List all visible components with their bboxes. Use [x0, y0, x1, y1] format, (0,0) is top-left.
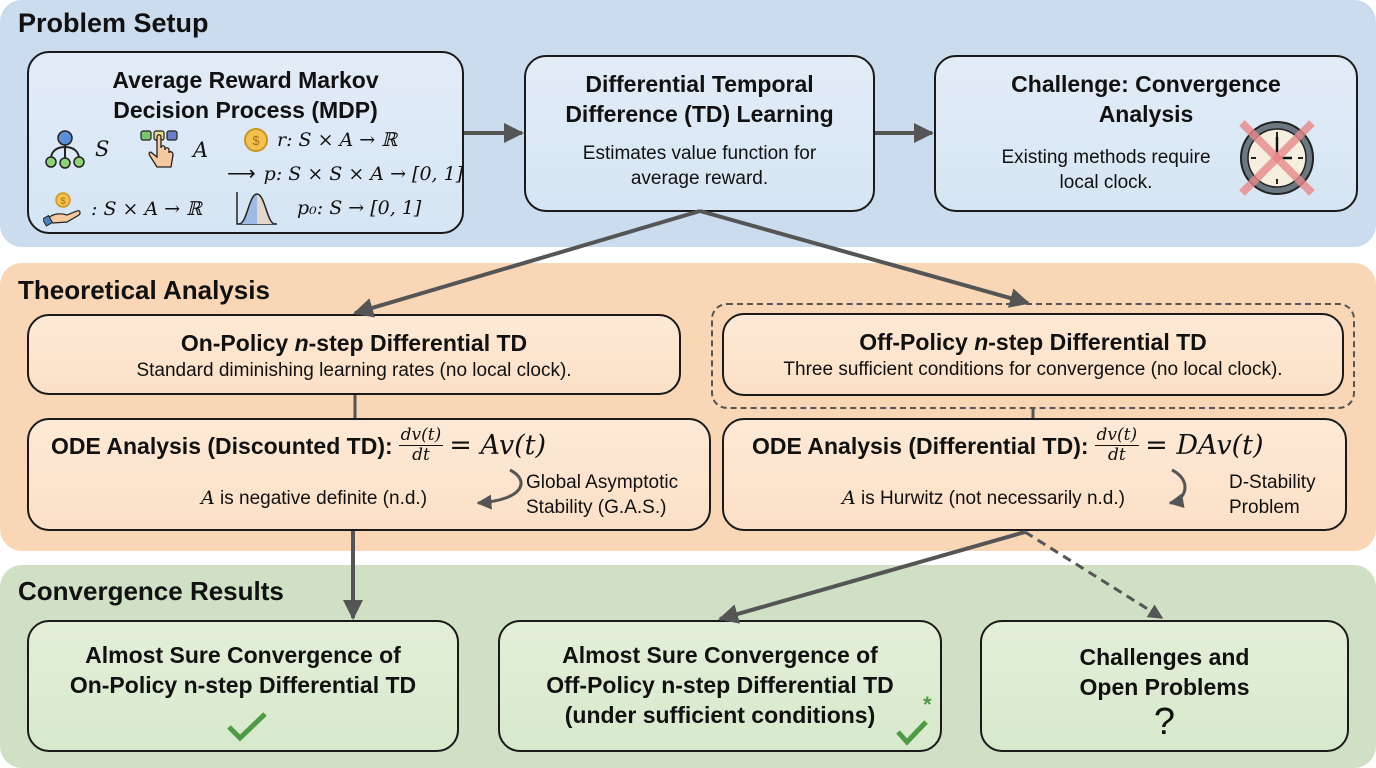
on-policy-result-line1: Almost Sure Convergence of — [85, 642, 401, 668]
ode-differential-box: ODE Analysis (Differential TD): dv(t) dt… — [722, 418, 1347, 531]
distribution-curve-icon — [236, 192, 277, 225]
off-policy-result-line3: (under sufficient conditions) — [564, 702, 876, 728]
on-policy-title-n: n — [294, 330, 309, 356]
on-policy-title-post: -step Differential TD — [308, 330, 528, 356]
question-mark-icon: ? — [1153, 701, 1176, 743]
hand-coin-icon: $ — [43, 192, 81, 227]
checkmark-icon — [227, 712, 267, 742]
td-title-line2: Difference (TD) Learning — [565, 101, 834, 127]
fraction-numerator: dv(t) — [398, 425, 444, 446]
reward-function-label: : S × A → ℝ — [91, 198, 202, 220]
states-label: S — [95, 137, 110, 161]
differential-td-box: Differential Temporal Difference (TD) Le… — [524, 55, 875, 212]
ode-discounted-label: ODE Analysis (Discounted TD): — [51, 432, 393, 459]
on-policy-title-pre: On-Policy — [180, 330, 295, 356]
off-policy-result-line1: Almost Sure Convergence of — [562, 642, 878, 668]
off-policy-title-n: n — [974, 329, 989, 355]
ode-discounted-condition: A is negative definite (n.d.) — [201, 486, 427, 511]
result-line2: Problem — [1229, 497, 1300, 518]
open-problems-box: Challenges and Open Problems ? — [980, 620, 1349, 752]
action-buttons-icon — [140, 130, 178, 168]
checkmark-asterisk-icon — [896, 720, 928, 746]
section-title-convergence-results: Convergence Results — [18, 576, 284, 606]
fraction-numerator: dv(t) — [1094, 425, 1140, 446]
result-line1: Global Asymptotic — [526, 472, 679, 493]
on-policy-box: On-Policy n-step Differential TD Standar… — [27, 314, 681, 395]
mdp-title-line1: Average Reward Markov — [112, 67, 379, 93]
asterisk-mark: * — [923, 692, 932, 717]
arrow-icon: ⟶ — [227, 163, 256, 185]
result-line2: Stability (G.A.S.) — [526, 497, 667, 518]
on-policy-result-box: Almost Sure Convergence of On-Policy n-s… — [27, 620, 459, 752]
mdp-states: S — [43, 129, 109, 169]
mdp-reward: $ r: S × A → ℝ — [243, 127, 397, 153]
off-policy-result-box: Almost Sure Convergence of Off-Policy n-… — [498, 620, 942, 752]
ode-discounted-result: Global Asymptotic Stability (G.A.S.) — [526, 470, 678, 520]
transition-label: p: S × S × A → [0, 1] — [263, 162, 464, 185]
challenge-title-line2: Analysis — [1098, 101, 1194, 127]
matrix-a-symbol: A — [842, 487, 856, 509]
challenge-desc-line2: local clock. — [1059, 172, 1153, 193]
td-desc-line1: Estimates value function for — [582, 143, 817, 164]
reward-label: r: S × A → ℝ — [277, 129, 398, 151]
svg-text:$: $ — [252, 133, 260, 148]
ode-discounted-equation: ODE Analysis (Discounted TD): dv(t) dt =… — [51, 426, 546, 465]
mdp-box: Average Reward Markov Decision Process (… — [27, 51, 464, 234]
fraction-denominator: dt — [1107, 445, 1126, 465]
svg-text:$: $ — [60, 196, 65, 206]
off-policy-box: Off-Policy n-step Differential TD Three … — [722, 313, 1344, 396]
condition-text: is Hurwitz (not necessarily n.d.) — [855, 488, 1125, 509]
ode-discounted-box: ODE Analysis (Discounted TD): dv(t) dt =… — [27, 418, 711, 531]
mdp-initial-distribution: p₀: S → [0, 1] — [235, 190, 421, 226]
coin-icon: $ — [244, 128, 268, 152]
initial-distribution-label: p₀: S → [0, 1] — [297, 197, 422, 219]
challenge-box: Challenge: Convergence Analysis Existing… — [934, 55, 1358, 212]
td-title-line1: Differential Temporal — [585, 71, 814, 97]
state-tree-icon — [45, 130, 85, 169]
off-policy-title-pre: Off-Policy — [859, 329, 975, 355]
derivative-fraction: dv(t) dt — [1094, 425, 1140, 465]
ode-differential-condition: A is Hurwitz (not necessarily n.d.) — [842, 486, 1125, 511]
actions-label: A — [193, 138, 209, 162]
challenge-desc-line1: Existing methods require — [1001, 147, 1211, 168]
on-policy-desc: Standard diminishing learning rates (no … — [136, 360, 572, 381]
matrix-a-symbol: A — [201, 487, 215, 509]
off-policy-result-line2: Off-Policy n-step Differential TD — [546, 672, 894, 698]
open-problems-line2: Open Problems — [1079, 674, 1250, 700]
open-problems-line1: Challenges and — [1079, 644, 1250, 670]
mdp-transition: ⟶ p: S × S × A → [0, 1] — [227, 161, 463, 186]
td-desc-line2: average reward. — [630, 168, 769, 189]
crossed-clock-icon — [1239, 120, 1315, 196]
derivative-fraction: dv(t) dt — [398, 425, 444, 465]
mdp-actions: A — [139, 129, 208, 171]
ode-differential-result: D-Stability Problem — [1229, 470, 1316, 520]
ode-differential-rhs: = DAv(t) — [1145, 430, 1264, 461]
fraction-denominator: dt — [412, 445, 430, 465]
challenge-title-line1: Challenge: Convergence — [1011, 71, 1281, 97]
mdp-title-line2: Decision Process (MDP) — [113, 97, 378, 123]
condition-text: is negative definite (n.d.) — [214, 488, 428, 509]
off-policy-desc: Three sufficient conditions for converge… — [783, 359, 1283, 380]
off-policy-title-post: -step Differential TD — [988, 329, 1207, 355]
result-line1: D-Stability — [1229, 472, 1316, 493]
ode-differential-label: ODE Analysis (Differential TD): — [752, 432, 1089, 459]
section-title-theoretical-analysis: Theoretical Analysis — [18, 275, 270, 305]
section-title-problem-setup: Problem Setup — [18, 8, 209, 38]
ode-discounted-rhs: = Av(t) — [449, 430, 547, 461]
ode-differential-equation: ODE Analysis (Differential TD): dv(t) dt… — [752, 426, 1264, 465]
mdp-reward-function: $ : S × A → ℝ — [43, 191, 202, 227]
on-policy-result-line2: On-Policy n-step Differential TD — [69, 672, 417, 698]
